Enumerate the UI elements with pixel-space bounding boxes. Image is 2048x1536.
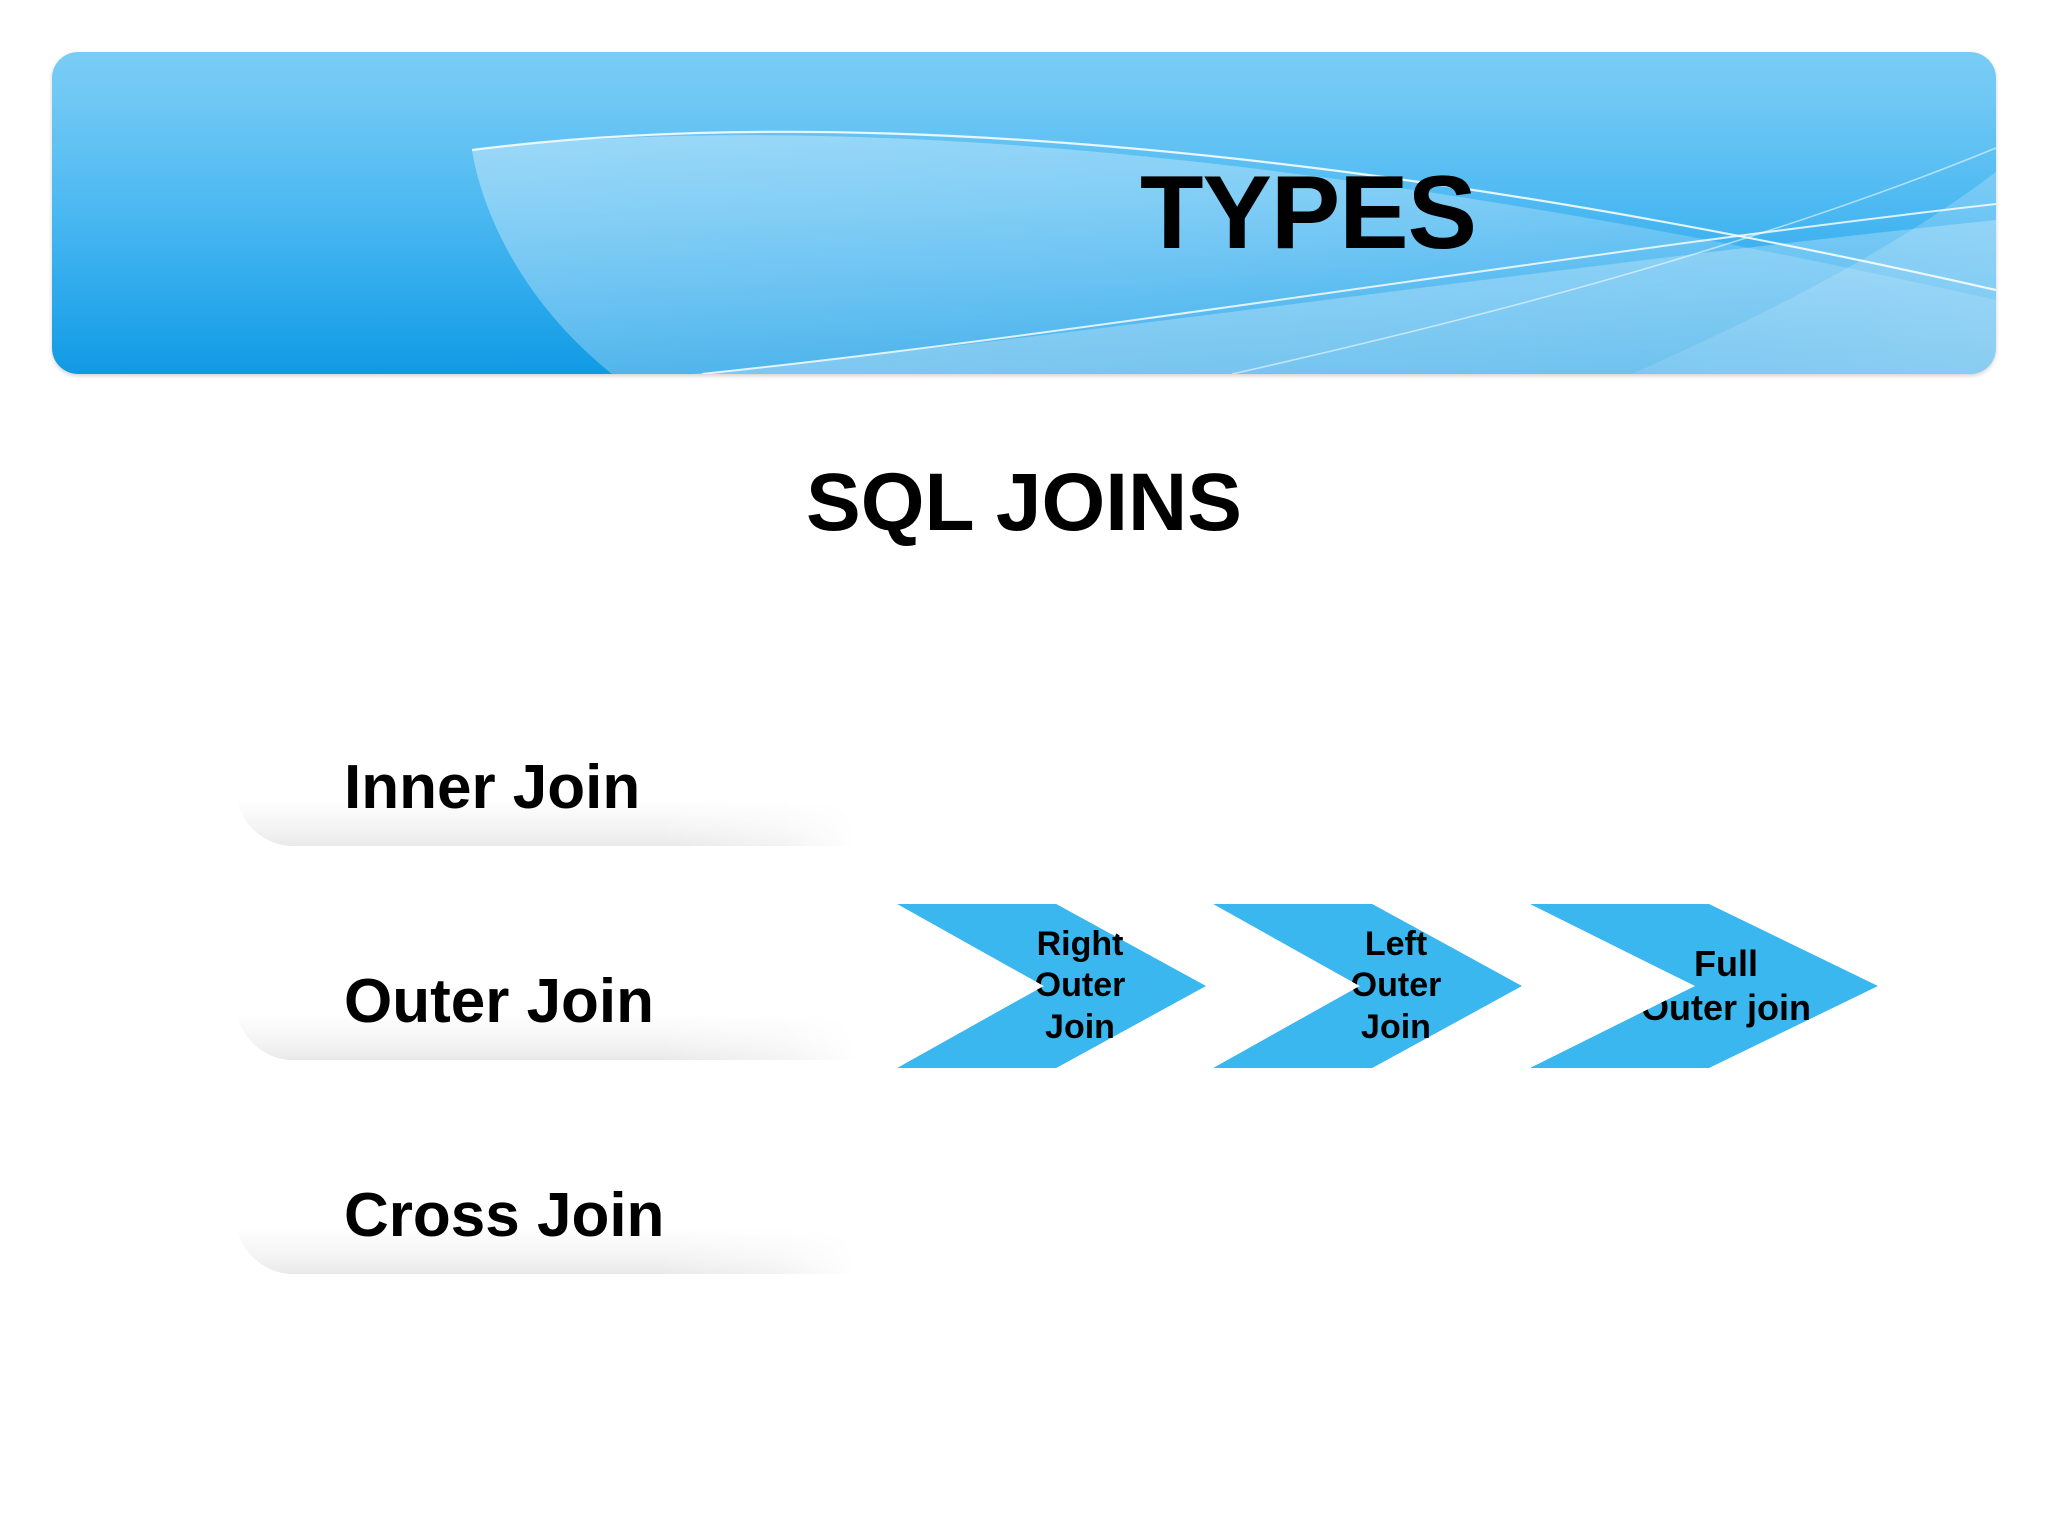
chevron-full-outer-join[interactable]: Full Outer join — [1522, 900, 1882, 1072]
swoosh-line-lower — [701, 203, 1996, 374]
chevron-label: Full Outer join — [1641, 943, 1811, 1028]
swoosh-line-upper — [471, 130, 1996, 292]
join-pill-cross-join[interactable]: Cross Join — [236, 1158, 856, 1274]
banner-swoosh-decoration — [471, 130, 1996, 374]
join-pill-label: Cross Join — [344, 1181, 665, 1250]
join-pill-label: Inner Join — [344, 753, 641, 822]
join-pill-label: Outer Join — [344, 967, 655, 1036]
page-title: TYPES — [1140, 155, 1477, 271]
swoosh-band-secondary — [692, 220, 1996, 374]
chevron-label: Left Outer Join — [1350, 924, 1442, 1046]
header-banner: TYPES — [52, 52, 1996, 374]
chevron-label: Right Outer Join — [1034, 924, 1126, 1046]
sql-joins-heading: SQL JOINS — [806, 457, 1242, 548]
chevron-right-outer-join[interactable]: Right Outer Join — [890, 900, 1210, 1072]
join-pill-inner-join[interactable]: Inner Join — [236, 730, 856, 846]
chevron-left-outer-join[interactable]: Left Outer Join — [1206, 900, 1526, 1072]
swoosh-band-tertiary — [1632, 172, 1996, 374]
swoosh-line-cross — [1231, 147, 1996, 374]
join-pill-outer-join[interactable]: Outer Join — [236, 944, 856, 1060]
